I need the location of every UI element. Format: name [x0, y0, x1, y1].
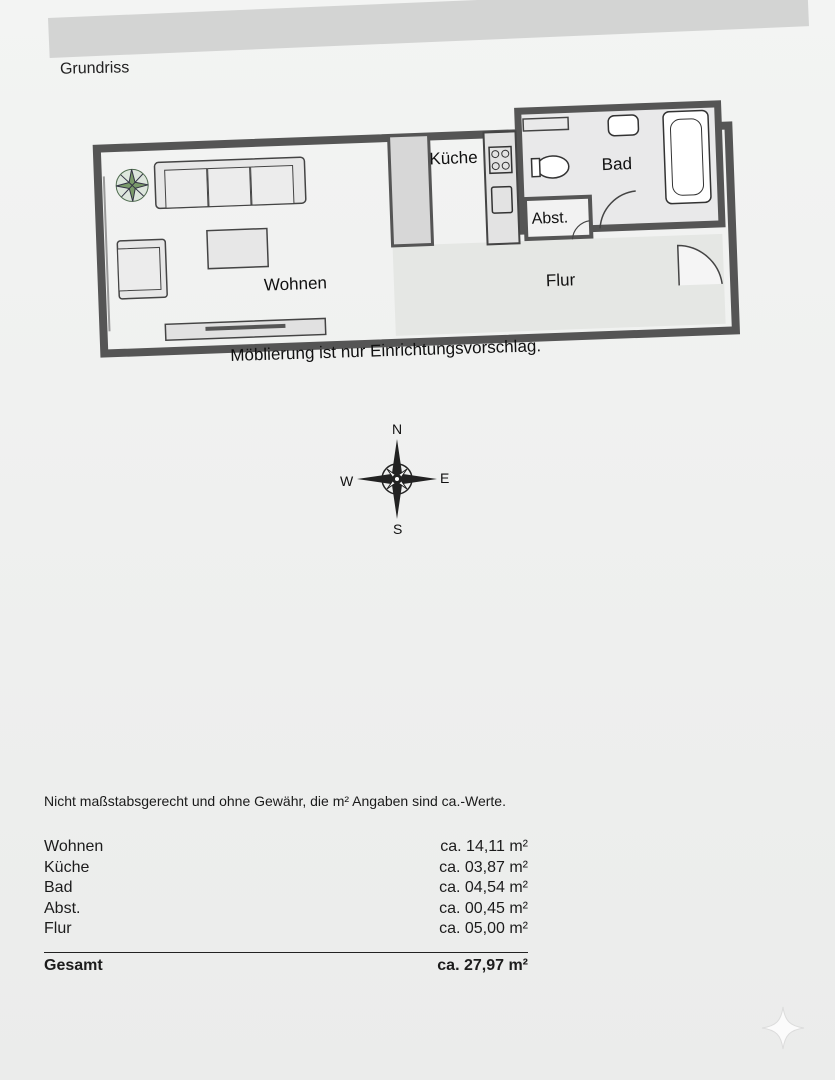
area-row: Flur ca. 05,00 m² — [44, 919, 528, 940]
area-value: ca. 00,45 m² — [439, 899, 528, 917]
stove — [488, 145, 513, 175]
compass-rose-icon: N S W E — [340, 421, 449, 537]
total-label: Gesamt — [44, 956, 103, 974]
kitchen-counter — [482, 130, 521, 246]
floor-plan: Wohnen Küche Bad Abst. Flur — [92, 100, 741, 358]
bathtub — [662, 109, 712, 205]
kitchen-wall — [386, 132, 435, 248]
flur-floor — [392, 233, 726, 336]
plant-icon — [115, 168, 149, 202]
toilet — [536, 155, 570, 179]
coffee-table — [206, 227, 270, 270]
area-name: Bad — [44, 879, 73, 896]
sparkle-icon — [761, 1006, 805, 1050]
area-value: ca. 03,87 m² — [439, 858, 528, 876]
compass-north: N — [392, 421, 402, 437]
closet-door — [571, 220, 590, 240]
area-name: Wohnen — [44, 838, 104, 855]
area-name: Küche — [44, 858, 90, 876]
total-divider — [44, 951, 528, 953]
room-label-abst: Abst. — [531, 209, 568, 227]
room-label-flur: Flur — [546, 270, 576, 290]
bath-shelf — [522, 116, 570, 132]
area-table: Wohnen ca. 14,11 m² Küche ca. 03,87 m² B… — [44, 837, 528, 976]
area-row: Abst. ca. 00,45 m² — [44, 899, 528, 920]
total-row: Gesamt ca. 27,97 m² — [44, 956, 528, 976]
header-band — [48, 0, 810, 58]
area-value: ca. 04,54 m² — [439, 879, 528, 896]
disclaimer-note: Nicht maßstabsgerecht und ohne Gewähr, d… — [44, 793, 506, 809]
room-label-kueche: Küche — [429, 148, 478, 169]
left-window — [102, 176, 111, 332]
area-row: Küche ca. 03,87 m² — [44, 858, 528, 879]
area-value: ca. 05,00 m² — [439, 920, 528, 937]
area-value: ca. 14,11 m² — [440, 838, 528, 855]
page-title: Grundriss — [59, 59, 130, 78]
tv — [205, 323, 286, 331]
bathroom-door — [599, 190, 636, 229]
compass-east: E — [440, 470, 449, 486]
area-row: Wohnen ca. 14,11 m² — [44, 837, 528, 858]
area-row: Bad ca. 04,54 m² — [44, 878, 528, 899]
room-label-wohnen: Wohnen — [264, 273, 328, 294]
compass-west: W — [340, 473, 354, 489]
area-name: Abst. — [44, 899, 81, 917]
area-name: Flur — [44, 920, 72, 937]
entrance-door — [676, 244, 723, 286]
room-label-bad: Bad — [601, 154, 632, 174]
compass-south: S — [393, 521, 402, 537]
washbasin — [607, 114, 640, 137]
total-value: ca. 27,97 m² — [437, 956, 528, 974]
sink — [490, 185, 514, 214]
abst-closet — [522, 194, 594, 242]
